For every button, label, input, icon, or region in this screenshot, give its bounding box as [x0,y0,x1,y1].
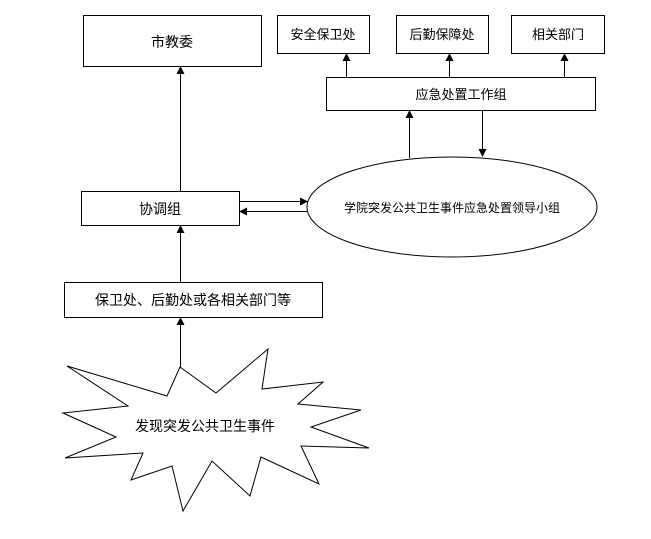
node-label: 保卫处、后勤处或各相关部门等 [95,292,291,309]
node-label: 应急处置工作组 [415,87,506,103]
node-label: 市教委 [151,34,193,51]
node-logistics-office: 后勤保障处 [396,15,489,54]
node-label: 相关部门 [532,28,584,43]
node-reporting-departments: 保卫处、后勤处或各相关部门等 [64,282,323,318]
starburst-shape [61,347,370,513]
edges [176,53,569,367]
node-label: 发现突发公共卫生事件 [135,419,275,435]
node-label: 后勤保障处 [409,28,474,43]
node-label: 学院突发公共卫生事件应急处置领导小组 [344,200,560,215]
node-event-discovered: 发现突发公共卫生事件 [61,347,370,513]
node-coordination-group: 协调组 [81,191,240,226]
node-emergency-working-group: 应急处置工作组 [326,77,596,111]
node-label: 安全保卫处 [290,27,355,43]
node-label: 协调组 [139,202,181,218]
node-municipal-education-commission: 市教委 [83,15,262,67]
node-leadership-group: 学院突发公共卫生事件应急处置领导小组 [306,156,598,258]
node-related-departments: 相关部门 [511,15,605,54]
node-security-office: 安全保卫处 [277,15,370,54]
